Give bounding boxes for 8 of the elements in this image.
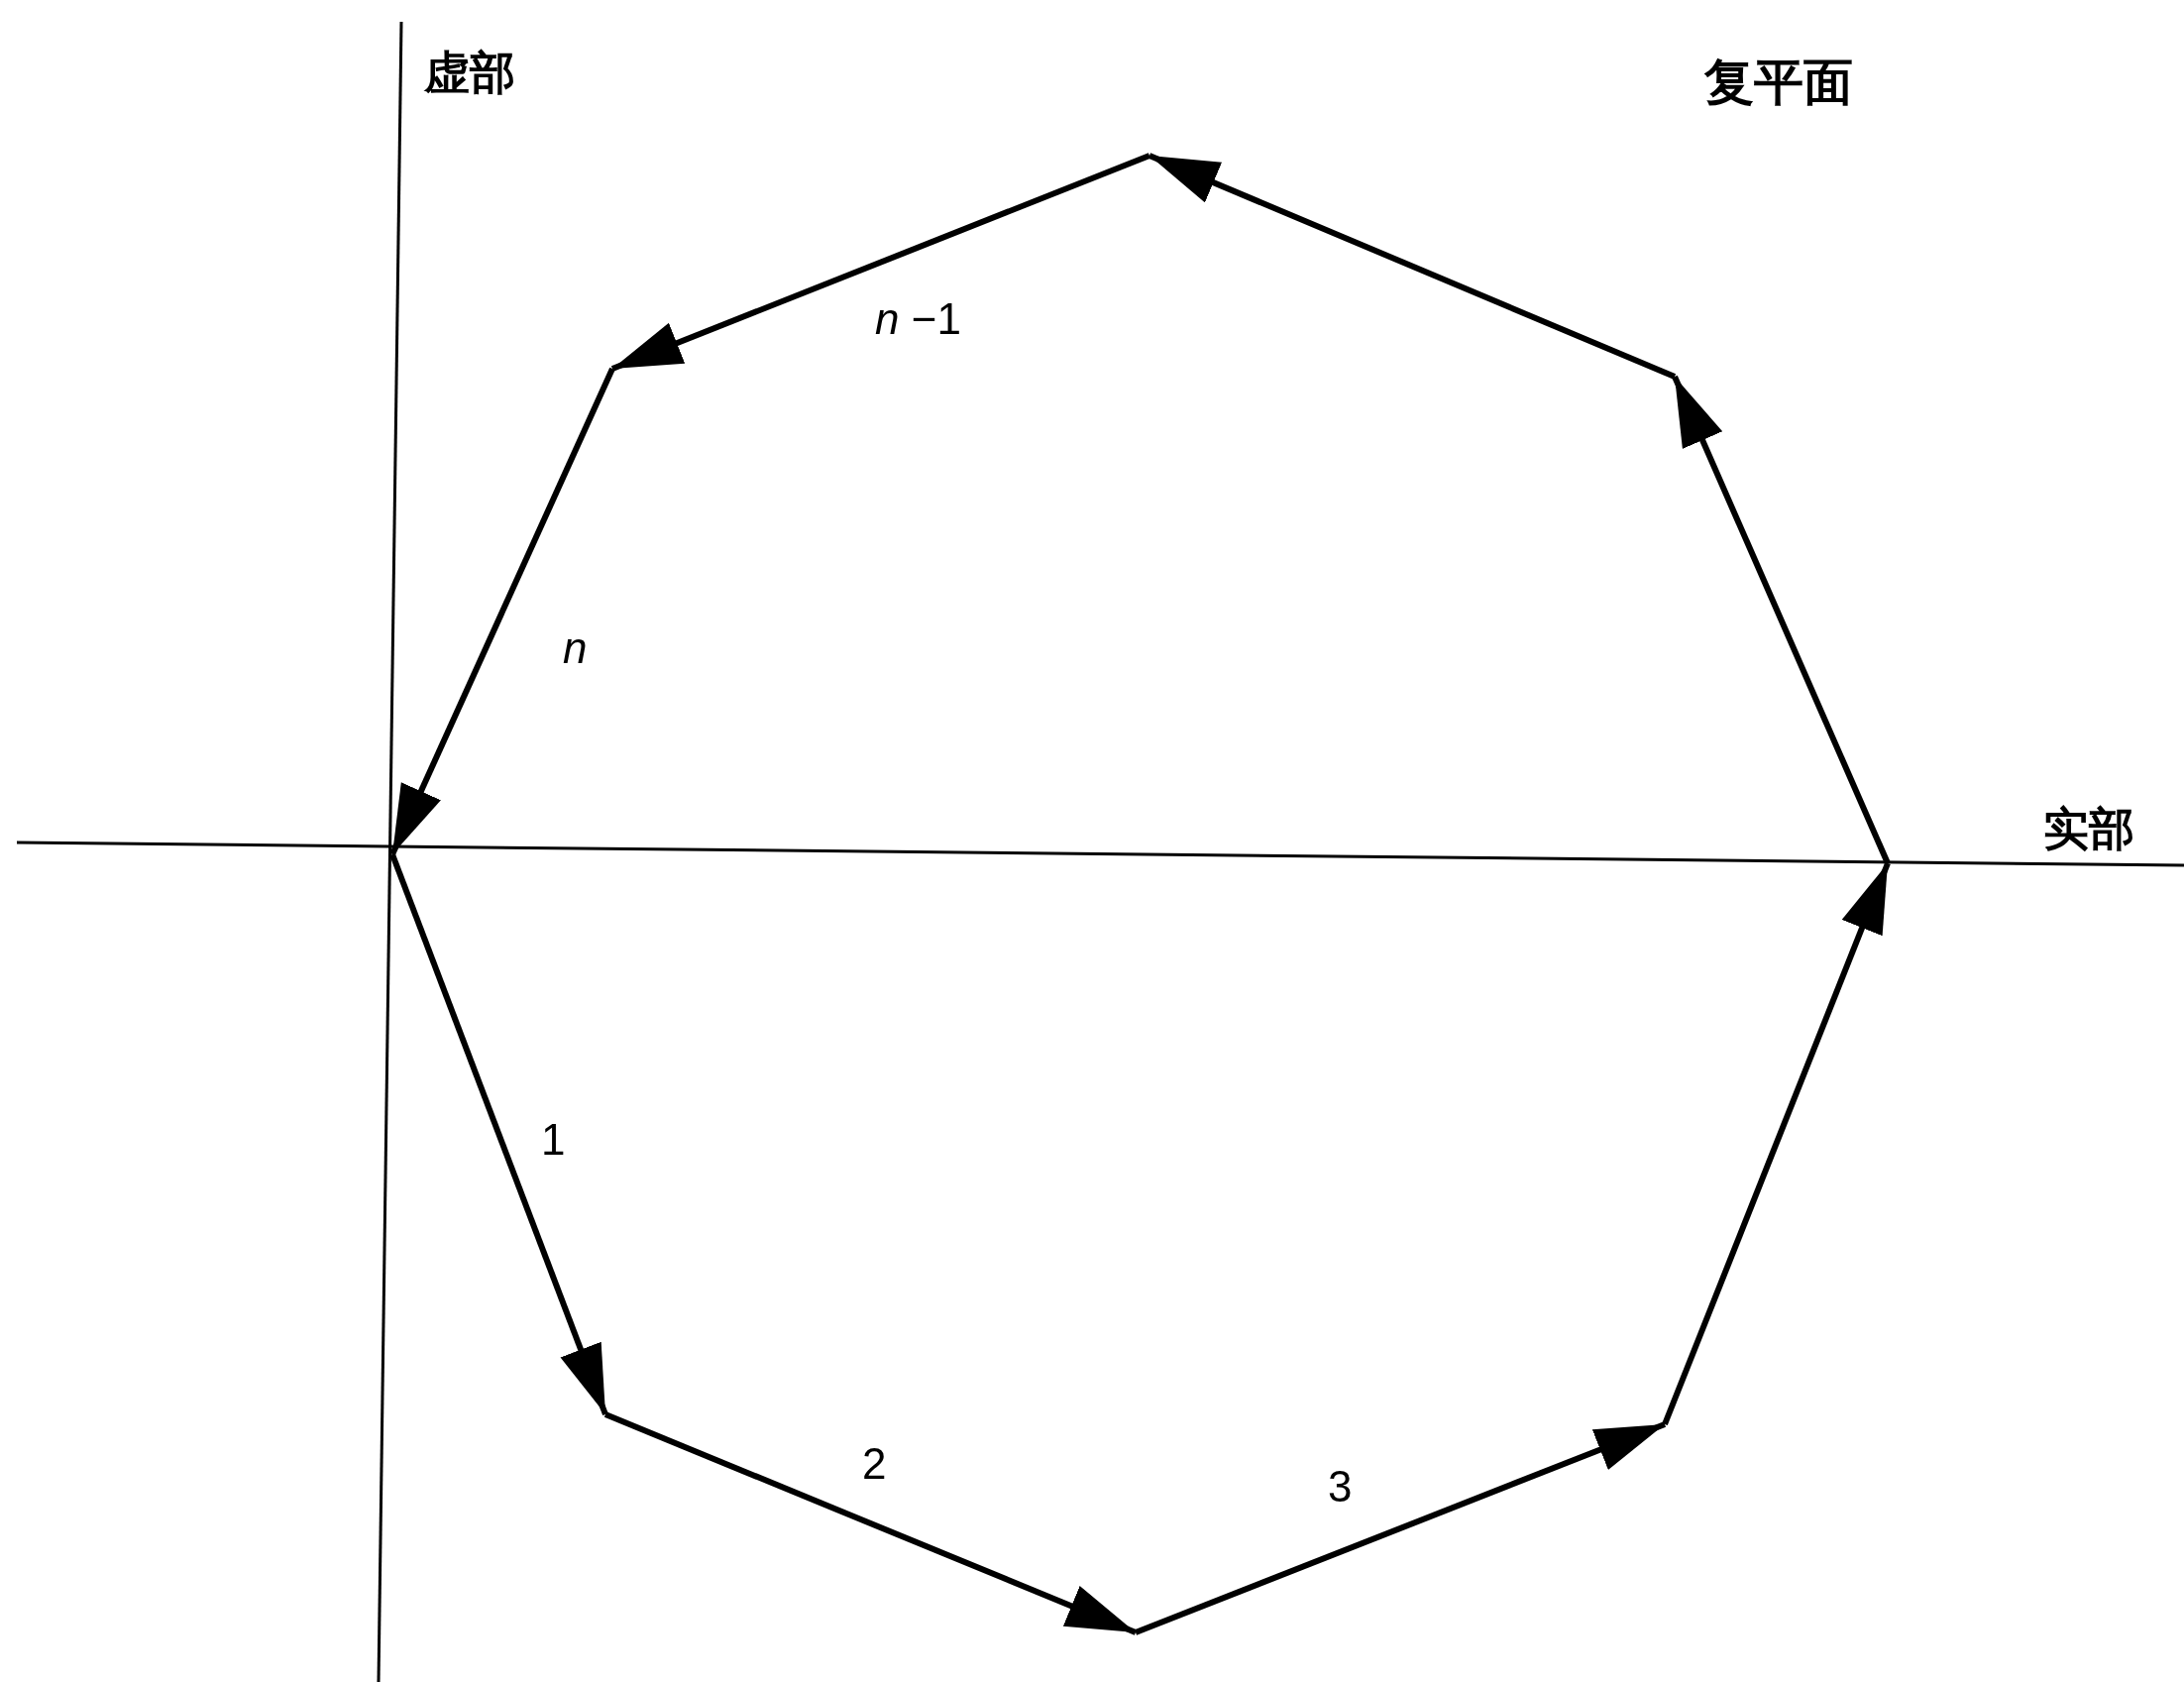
- vector-label: 2: [862, 1442, 887, 1486]
- plane-title: 复平面: [1704, 57, 1853, 107]
- vector-label: 1: [541, 1118, 566, 1162]
- axis-label: 虚部: [424, 50, 515, 95]
- axis-label: 实部: [2043, 806, 2134, 851]
- vector-label: 3: [1328, 1465, 1353, 1509]
- vector-label: n: [563, 626, 588, 670]
- vector-label: n −1: [875, 297, 961, 341]
